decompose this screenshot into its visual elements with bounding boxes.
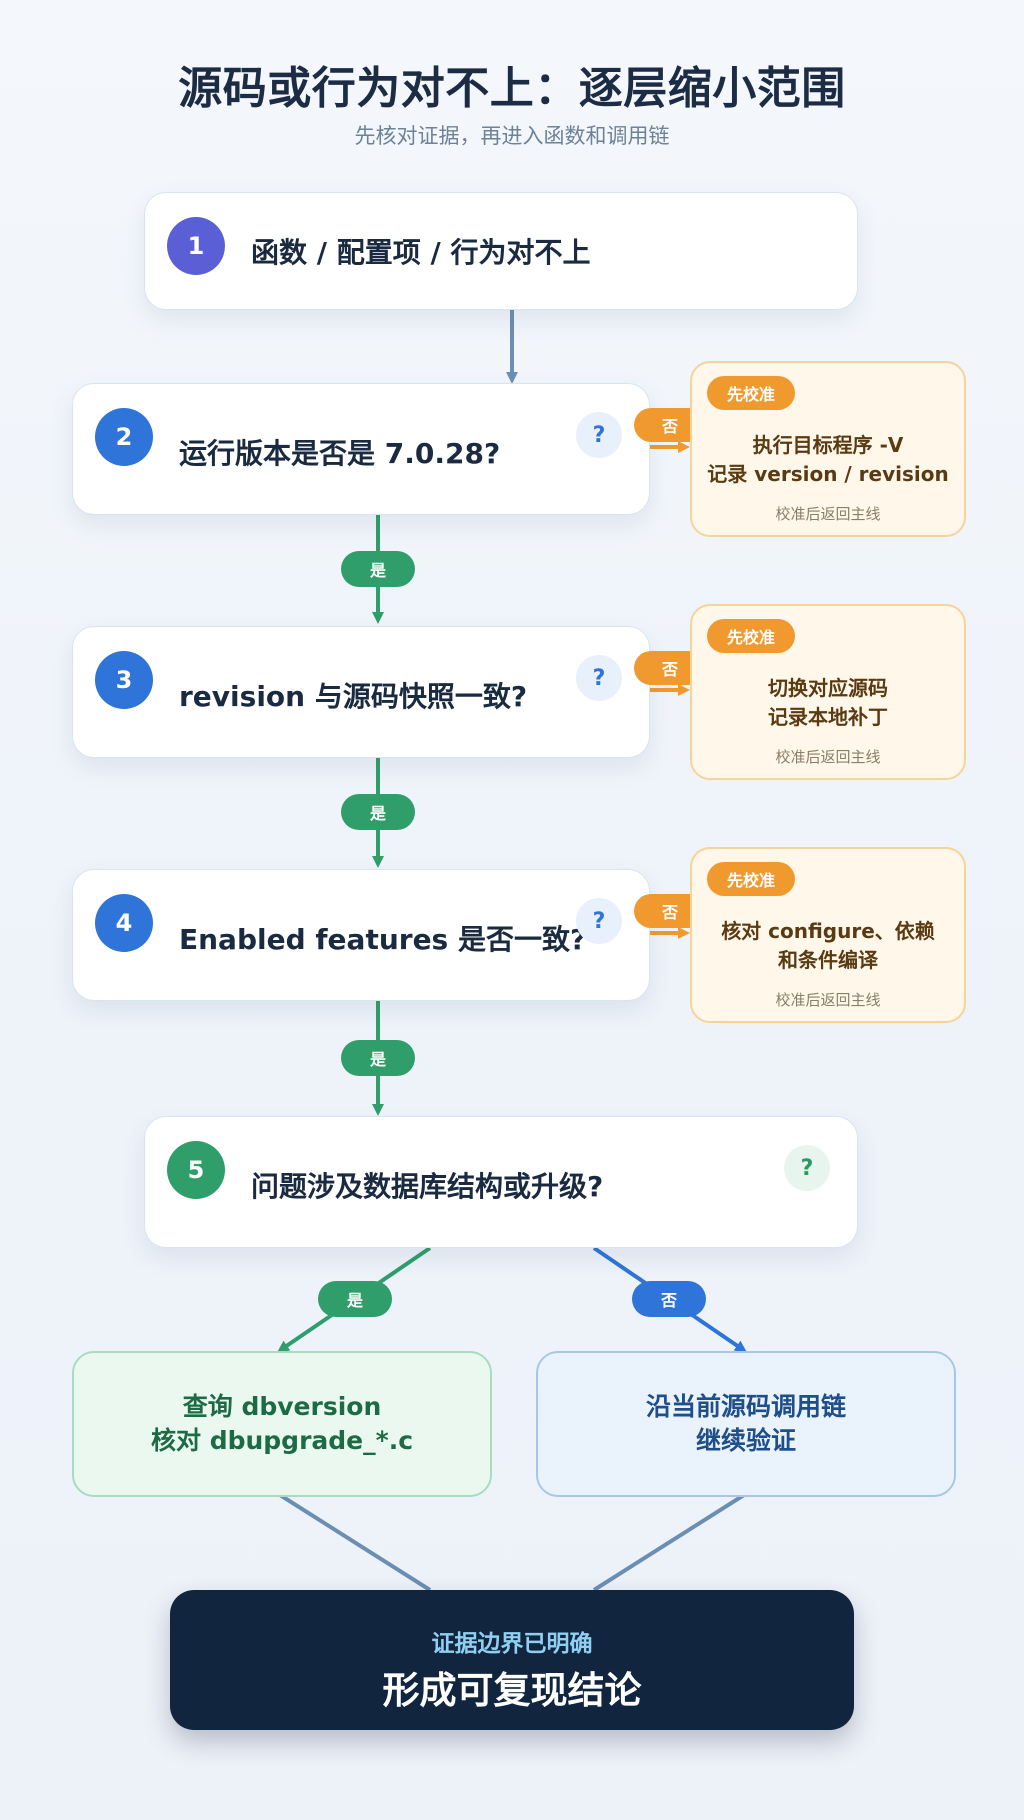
- step-2-text: 运行版本是否是 7.0.28?: [179, 437, 501, 470]
- conclusion-box: 证据边界已明确 形成可复现结论: [170, 1590, 854, 1730]
- side-tag-1: 先校准: [707, 376, 795, 410]
- step-3-text: revision 与源码快照一致?: [179, 680, 528, 713]
- side-body-2: 切换对应源码 记录本地补丁: [692, 674, 964, 732]
- side-line-2a: 切换对应源码: [768, 676, 888, 700]
- step-3-question-icon: ?: [576, 655, 622, 701]
- side-body-3: 核对 configure、依赖 和条件编译: [692, 917, 964, 975]
- merge-right: [592, 1493, 746, 1592]
- step-1-card: 1 函数 / 配置项 / 行为对不上: [144, 192, 858, 310]
- merge-left: [278, 1493, 432, 1592]
- step-3-card: 3 revision 与源码快照一致? ?: [72, 626, 650, 758]
- page-subtitle: 先核对证据，再进入函数和调用链: [354, 124, 670, 148]
- side-note-2: 校准后返回主线: [775, 748, 881, 766]
- step-1-number: 1: [167, 217, 225, 275]
- outcome-no-line-2: 继续验证: [695, 1426, 796, 1455]
- side-tag-3: 先校准: [707, 862, 795, 896]
- outcome-no-line-1: 沿当前源码调用链: [645, 1392, 846, 1421]
- step-5-question-icon: ?: [784, 1145, 830, 1191]
- page-title: 源码或行为对不上：逐层缩小范围: [178, 63, 846, 114]
- outcome-yes-line-1: 查询 dbversion: [182, 1392, 382, 1421]
- step-5-card: 5 问题涉及数据库结构或升级? ?: [144, 1116, 858, 1248]
- side-line-1b: 记录 version / revision: [707, 462, 949, 486]
- conclusion-subtitle: 证据边界已明确: [431, 1631, 593, 1657]
- step-2-number: 2: [95, 408, 153, 466]
- outcome-db-upgrade: 查询 dbversion 核对 dbupgrade_*.c: [72, 1351, 492, 1497]
- conclusion-title: 形成可复现结论: [382, 1669, 642, 1712]
- side-tag-2: 先校准: [707, 619, 795, 653]
- side-box-features: 先校准 核对 configure、依赖 和条件编译 校准后返回主线: [690, 847, 966, 1023]
- side-note-3: 校准后返回主线: [775, 991, 881, 1009]
- step-4-question-icon: ?: [576, 898, 622, 944]
- yes-label-3: 是: [341, 794, 415, 830]
- step-5-text: 问题涉及数据库结构或升级?: [251, 1170, 604, 1203]
- step-4-card: 4 Enabled features 是否一致? ?: [72, 869, 650, 1001]
- step-4-number: 4: [95, 894, 153, 952]
- yes-label-5: 是: [318, 1281, 392, 1317]
- side-note-1: 校准后返回主线: [775, 505, 881, 523]
- side-line-3a: 核对 configure、依赖: [721, 919, 935, 943]
- outcome-yes-line-2: 核对 dbupgrade_*.c: [150, 1426, 414, 1455]
- side-box-source: 先校准 切换对应源码 记录本地补丁 校准后返回主线: [690, 604, 966, 780]
- side-box-version: 先校准 执行目标程序 -V 记录 version / revision 校准后返…: [690, 361, 966, 537]
- yes-label-2: 是: [341, 551, 415, 587]
- step-5-number: 5: [167, 1141, 225, 1199]
- step-2-card: 2 运行版本是否是 7.0.28? ?: [72, 383, 650, 515]
- outcome-call-chain: 沿当前源码调用链 继续验证: [536, 1351, 956, 1497]
- side-body-1: 执行目标程序 -V 记录 version / revision: [692, 431, 964, 489]
- yes-label-4: 是: [341, 1040, 415, 1076]
- step-3-number: 3: [95, 651, 153, 709]
- step-1-text: 函数 / 配置项 / 行为对不上: [251, 236, 591, 269]
- no-label-5: 否: [632, 1281, 706, 1317]
- step-4-text: Enabled features 是否一致?: [179, 923, 587, 956]
- side-line-1a: 执行目标程序 -V: [752, 433, 904, 457]
- step-2-question-icon: ?: [576, 412, 622, 458]
- side-line-2b: 记录本地补丁: [768, 705, 888, 729]
- side-line-3b: 和条件编译: [778, 948, 878, 972]
